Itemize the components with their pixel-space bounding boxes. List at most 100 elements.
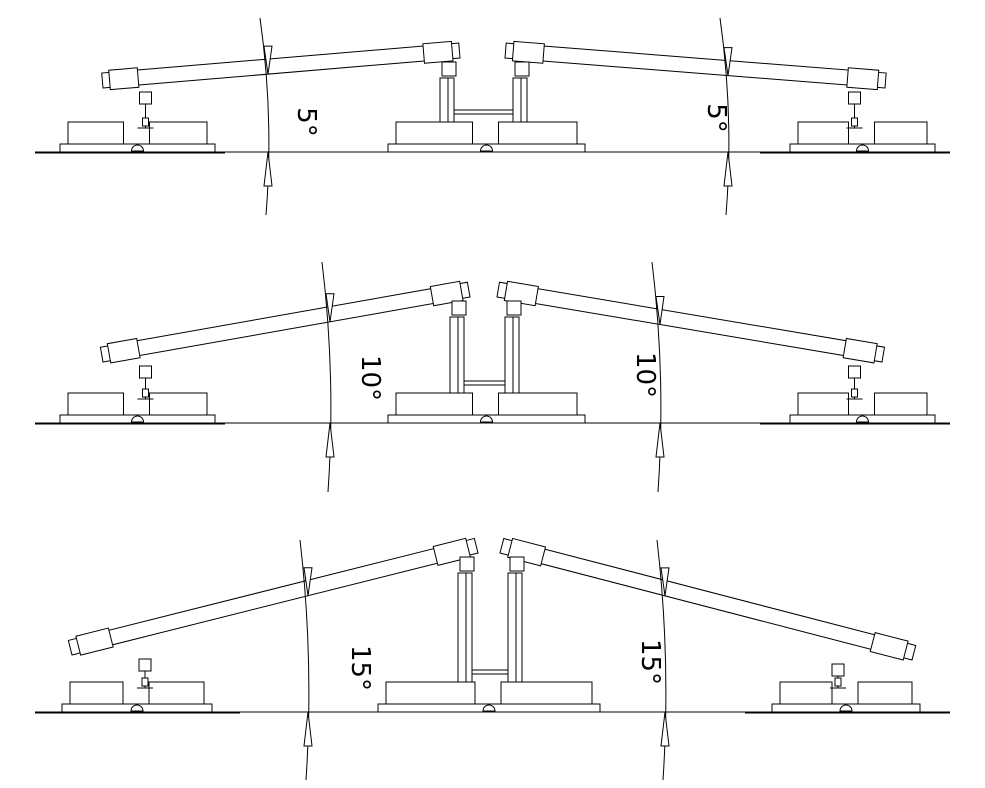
clamp bbox=[514, 61, 530, 77]
left-angle-label: 5° bbox=[291, 107, 321, 137]
rail-post bbox=[512, 316, 520, 394]
ballast-block bbox=[148, 681, 205, 705]
tilt-row-5: 5°5° bbox=[35, 17, 950, 216]
clamp bbox=[509, 556, 525, 572]
ballast-block bbox=[797, 392, 849, 416]
cross-brace bbox=[471, 669, 509, 675]
bolt-head bbox=[479, 144, 494, 152]
module-beam bbox=[504, 42, 887, 89]
left-ballast-base bbox=[59, 121, 216, 153]
ballast-block bbox=[857, 681, 913, 705]
nut bbox=[851, 388, 858, 398]
rail-post bbox=[465, 572, 473, 683]
rail-post bbox=[447, 77, 455, 123]
right-angle-label: 10° bbox=[630, 352, 660, 398]
nut bbox=[142, 388, 149, 398]
arrowhead-icon bbox=[303, 567, 313, 596]
angle-arc bbox=[651, 261, 662, 493]
right-ballast-base bbox=[789, 392, 936, 424]
right-module-beam bbox=[496, 280, 886, 364]
ballast-block bbox=[498, 121, 578, 145]
rail-post bbox=[507, 572, 517, 683]
center-high-support bbox=[449, 300, 522, 394]
arrowhead-icon bbox=[655, 422, 665, 458]
bolt-head bbox=[479, 415, 494, 423]
clamp bbox=[451, 300, 467, 316]
right-module-beam bbox=[499, 537, 917, 661]
angle-arc bbox=[321, 261, 332, 493]
clamp-block bbox=[108, 67, 140, 91]
ballast-block bbox=[149, 392, 208, 416]
right-angle-label: 15° bbox=[635, 639, 665, 685]
tilt-row-10: 10°10° bbox=[35, 261, 950, 493]
left-low-support bbox=[137, 365, 154, 400]
clamp-block bbox=[106, 337, 141, 364]
right-angle-dimension bbox=[656, 539, 670, 781]
arrowhead-icon bbox=[660, 567, 670, 596]
module-beam bbox=[101, 42, 461, 89]
left-module-beam bbox=[67, 537, 479, 656]
ballast-block bbox=[67, 121, 124, 145]
rail-post bbox=[504, 316, 514, 394]
module-beam bbox=[499, 537, 917, 661]
clamp bbox=[506, 300, 522, 316]
clamp bbox=[139, 365, 152, 379]
left-angle-label: 15° bbox=[345, 645, 375, 691]
left-angle-dimension bbox=[259, 17, 273, 216]
ballast-block bbox=[67, 392, 124, 416]
left-ballast-base bbox=[61, 681, 213, 713]
nut bbox=[142, 117, 149, 127]
arrowhead-icon bbox=[723, 47, 733, 76]
ballast-block bbox=[500, 681, 593, 705]
angle-arc bbox=[656, 539, 667, 781]
bolt-head bbox=[130, 415, 145, 423]
clamp bbox=[848, 91, 861, 105]
ballast-block bbox=[797, 121, 849, 145]
center-ballast-base bbox=[387, 121, 586, 153]
rail-post bbox=[449, 316, 459, 394]
module-beam bbox=[496, 281, 886, 363]
left-low-support bbox=[137, 658, 153, 689]
bolt-head bbox=[482, 704, 496, 712]
rail-post bbox=[457, 572, 467, 683]
ballast-block bbox=[498, 392, 578, 416]
ballast-block bbox=[385, 681, 476, 705]
left-low-support bbox=[137, 91, 154, 129]
right-angle-dimension bbox=[719, 17, 733, 216]
right-low-support bbox=[830, 663, 846, 689]
left-module-beam bbox=[101, 40, 461, 91]
arrowhead-icon bbox=[303, 711, 313, 747]
right-module-beam bbox=[504, 40, 887, 91]
rail-post bbox=[512, 77, 522, 123]
ballast-block bbox=[874, 121, 928, 145]
arrowhead-icon bbox=[325, 422, 335, 458]
center-high-support bbox=[439, 61, 530, 123]
clamp bbox=[831, 663, 845, 677]
bolt-head bbox=[855, 415, 870, 423]
bolt-head bbox=[855, 144, 870, 152]
left-module-beam bbox=[99, 280, 471, 364]
right-ballast-base bbox=[789, 121, 936, 153]
angle-arc bbox=[299, 539, 310, 781]
nut bbox=[834, 677, 842, 687]
tilt-row-15: 15° 15° bbox=[35, 537, 950, 781]
angle-arc bbox=[719, 17, 730, 216]
arrowhead-icon bbox=[723, 151, 733, 187]
left-ballast-base bbox=[59, 392, 216, 424]
ballast-block bbox=[779, 681, 833, 705]
right-low-support bbox=[846, 365, 863, 400]
bolt-head bbox=[130, 144, 145, 152]
arrowhead-icon bbox=[655, 296, 665, 325]
ballast-block bbox=[395, 392, 473, 416]
clamp-block bbox=[842, 337, 878, 364]
rail-post bbox=[520, 77, 528, 123]
arrowhead-icon bbox=[263, 45, 273, 75]
clamp-block bbox=[75, 627, 114, 656]
arrowhead-icon bbox=[263, 151, 273, 187]
nut bbox=[851, 117, 858, 127]
right-ballast-base bbox=[771, 681, 921, 713]
rail-post bbox=[457, 316, 465, 394]
left-angle-dimension bbox=[321, 261, 335, 493]
module-beam bbox=[67, 537, 479, 656]
